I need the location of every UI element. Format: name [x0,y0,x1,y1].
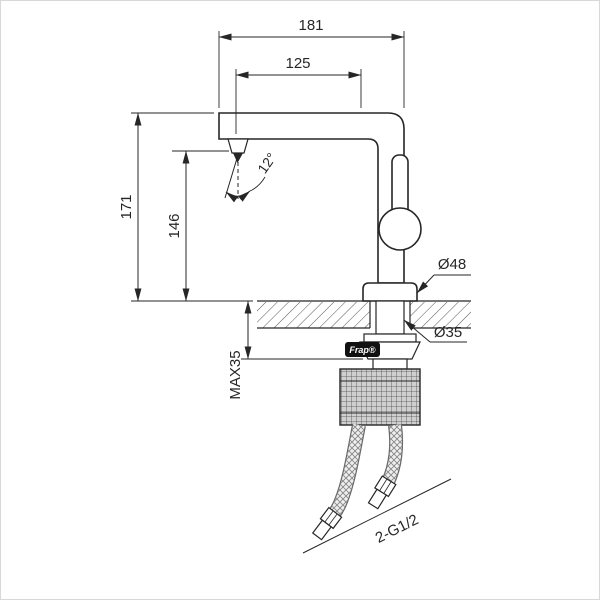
overall-height-label: 171 [118,194,135,219]
leader-line [403,319,431,343]
supply-hoses [311,423,404,541]
faucet-shank [375,300,405,335]
hose-fitting-right [367,475,397,510]
fitting-nut-facet [328,513,338,526]
fitting-barrel [311,519,333,541]
connector-neck [372,358,408,370]
angle-arc [225,190,251,203]
brand-badge: Frap® [345,342,380,357]
dim-max-mounting-thickness: MAX35 [227,300,363,400]
dim-spout-reach: 125 [235,55,362,134]
overall-width-label: 181 [298,17,323,34]
fitting-nut-facet [324,510,334,523]
dim-spout-height: 146 [166,150,229,302]
base-diameter-callout: Ø48 [416,256,471,294]
base-diameter-label: Ø48 [438,256,466,273]
hose-braid [329,423,365,518]
knurled-connector-texture [340,369,420,425]
brand-badge-background [345,342,380,357]
connection-thread-label: 2-G1/2 [373,511,422,547]
deck-hatch-right [410,302,471,328]
leader-line [416,274,435,294]
max-mount-label: MAX35 [227,350,244,399]
deck-hatch-left [257,302,370,328]
angle-arc-tail [249,176,266,192]
washer [363,333,417,343]
handle-ball-joint [378,207,422,251]
faucet-body [218,112,422,302]
dim-overall-width: 181 [218,17,405,108]
spout-reach-label: 125 [285,55,310,72]
shank-diameter-label: Ø35 [434,324,462,341]
hose-braid [382,424,402,485]
deck-section [257,300,471,335]
aerator [227,138,249,154]
spout-height-label: 146 [166,213,183,238]
supply-hose-right [381,424,404,485]
dim-overall-height: 171 [118,112,253,302]
angle-slant-line [224,154,239,199]
knurled-connector-outline [339,368,421,426]
hose-fitting-left [311,506,343,541]
fitting-nut-facet [383,481,392,494]
leader-line [302,478,452,554]
base-flange [362,282,418,302]
spout-angle-callout: 12° [224,150,280,203]
supply-hose-left [328,423,366,519]
fitting-barrel [367,488,388,510]
brand-label: Frap® [349,345,376,355]
fitting-nut-facet [379,478,388,492]
shank-diameter-callout: Ø35 [403,319,467,343]
angle-label: 12° [254,150,279,177]
